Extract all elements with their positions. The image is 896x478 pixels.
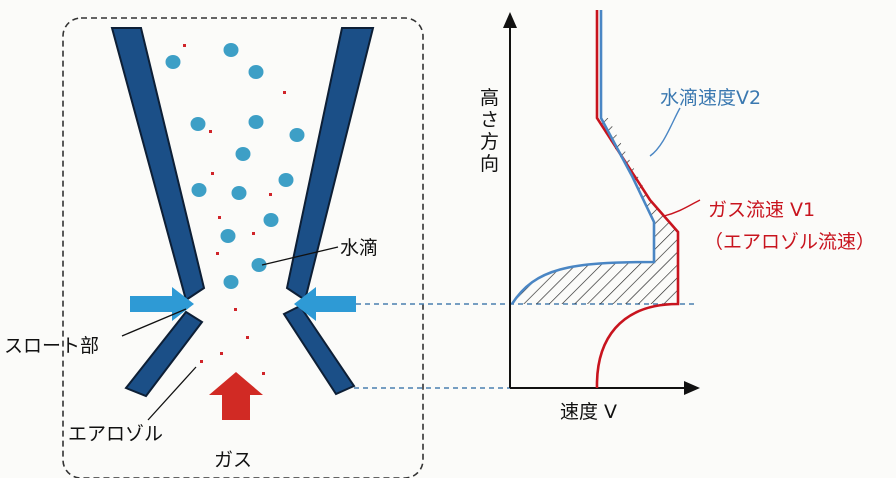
nozzle-wall-right-upper <box>285 27 375 302</box>
hatched-velocity-gap <box>512 118 678 304</box>
nozzle-wall-right-lower <box>282 304 356 396</box>
panel-border <box>62 17 424 478</box>
gas-velocity-label: ガス流速 V1 <box>708 199 815 221</box>
droplet-velocity-label: 水滴速度V2 <box>660 87 761 109</box>
y-axis-label-char: 向 <box>480 153 499 175</box>
water-droplet <box>220 229 236 243</box>
water-droplet <box>231 186 247 200</box>
throat-label: スロート部 <box>4 335 99 357</box>
velocity-profile: 高 さ 方 向 速度 V 水滴速度V2 ガス流速 V1 （エアロゾル流速） <box>480 10 875 423</box>
water-droplet <box>235 147 251 161</box>
aerosol-dot <box>234 308 237 311</box>
aerosol-dot <box>262 372 265 375</box>
y-axis-label-char: さ <box>480 109 499 131</box>
droplet-curve-leader <box>649 107 681 157</box>
water-droplet <box>278 173 294 187</box>
water-droplet <box>263 213 279 227</box>
water-droplet <box>248 65 264 79</box>
aerosol-dot <box>218 216 221 219</box>
water-droplet <box>191 183 207 197</box>
aerosol-dot <box>220 352 223 355</box>
aerosol-leader-line <box>147 366 197 421</box>
y-axis-label: 高 さ 方 向 <box>480 87 505 175</box>
aerosol-dot <box>216 252 219 255</box>
gas-arrow <box>209 372 263 420</box>
y-axis-arrowhead <box>503 12 517 28</box>
aerosol-particles <box>183 44 286 375</box>
aerosol-velocity-label: （エアロゾル流速） <box>704 231 875 253</box>
droplet-velocity-curve <box>510 10 656 305</box>
aerosol-dot <box>211 172 214 175</box>
water-droplet <box>165 55 181 69</box>
aerosol-dot <box>246 336 249 339</box>
water-droplet-label: 水滴 <box>340 237 378 259</box>
y-axis-label-char: 方 <box>480 131 499 153</box>
nozzle-panel: 水滴 スロート部 エアロゾル ガス <box>4 17 424 478</box>
water-droplet <box>251 258 267 272</box>
water-droplets <box>165 43 305 289</box>
water-droplet <box>223 43 239 57</box>
aerosol-dot <box>283 91 286 94</box>
x-axis-arrowhead <box>684 381 700 395</box>
aerosol-dot <box>200 360 203 363</box>
water-droplet <box>223 275 239 289</box>
throat-leader-line <box>121 308 187 337</box>
water-droplet <box>289 128 305 142</box>
water-droplet <box>248 115 264 129</box>
aerosol-label: エアロゾル <box>68 423 163 445</box>
water-droplet <box>190 117 206 131</box>
gas-curve-leader <box>663 199 701 217</box>
aerosol-dot <box>269 193 272 196</box>
nozzle-wall-left-lower <box>124 310 204 398</box>
aerosol-dot <box>252 232 255 235</box>
droplet-leader-line <box>261 246 339 266</box>
aerosol-dot <box>209 130 212 133</box>
nozzle-wall-left-upper <box>110 27 206 302</box>
gas-velocity-curve <box>595 10 680 389</box>
y-axis-label-char: 高 <box>480 87 499 109</box>
aerosol-dot <box>183 44 186 47</box>
gas-label: ガス <box>214 449 252 471</box>
throat-arrow-right <box>294 287 356 321</box>
x-axis-label: 速度 V <box>560 401 617 423</box>
